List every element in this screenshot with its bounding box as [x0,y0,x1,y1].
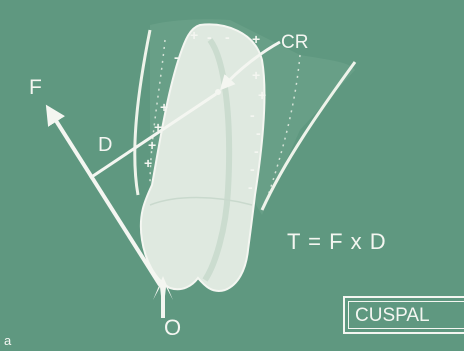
svg-text:-: - [174,49,179,65]
center-of-resistance-label: CR [281,33,308,52]
svg-text:-: - [254,143,259,159]
svg-text:+: + [252,31,260,47]
svg-text:-: - [225,29,230,45]
load-type-label: CUSPAL [355,306,430,325]
svg-text:-: - [250,161,255,177]
svg-text:+: + [190,27,198,43]
svg-text:+: + [252,67,260,83]
svg-text:+: + [160,99,168,115]
panel-letter: a [4,334,11,347]
origin-label: O [164,317,181,339]
svg-text:-: - [256,125,261,141]
distance-label: D [98,135,112,155]
svg-text:-: - [250,107,255,123]
torque-equation: T = F x D [287,231,387,253]
svg-text:+: + [258,87,266,103]
svg-text:+: + [144,155,152,171]
svg-text:-: - [207,29,212,45]
svg-text:-: - [248,179,253,195]
force-label: F [29,77,42,98]
